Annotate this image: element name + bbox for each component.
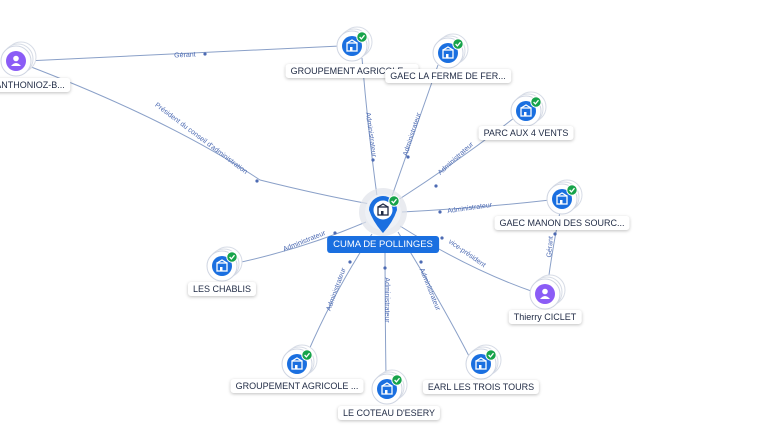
edge-arrow xyxy=(419,260,423,264)
company-node-gaec_ferme[interactable] xyxy=(432,33,469,69)
edge-president: Président du conseil d'administration xyxy=(25,64,371,205)
user-icon xyxy=(11,55,21,66)
edge-arrow xyxy=(553,232,557,236)
check-icon xyxy=(388,195,400,207)
company-node-parc[interactable] xyxy=(510,91,547,127)
node-label[interactable]: LE COTEAU D'ESERY xyxy=(337,406,441,420)
check-icon xyxy=(301,349,313,361)
person-node-ciclet[interactable] xyxy=(529,274,566,310)
node-label[interactable]: PARC AUX 4 VENTS xyxy=(478,126,574,140)
check-icon xyxy=(226,251,238,263)
node-label[interactable]: EARL LES TROIS TOURS xyxy=(422,380,540,394)
center-node[interactable] xyxy=(359,188,407,236)
edge-arrow xyxy=(438,210,442,214)
edge-arrow xyxy=(406,155,410,159)
edge-label: Administrateur xyxy=(326,266,348,311)
edge-arrow xyxy=(371,158,375,162)
check-icon xyxy=(356,31,368,43)
edge-line xyxy=(25,64,371,205)
edge-admin-manon: Administrateur xyxy=(401,199,551,215)
node-label[interactable]: Thierry CICLET xyxy=(508,310,582,324)
edge-admin-coteau: Administrateur xyxy=(383,235,390,378)
edge-gerant-top: Gérant xyxy=(25,45,341,62)
check-icon xyxy=(391,374,403,386)
building-icon xyxy=(520,104,532,117)
edge-admin-ga1: Administrateur xyxy=(361,57,378,197)
edge-label: vice-président xyxy=(447,238,487,269)
edge-label: Administrateur xyxy=(447,202,493,215)
company-node-chablis[interactable] xyxy=(206,246,243,282)
edge-label: Administrateur xyxy=(282,230,327,254)
building-icon xyxy=(381,382,393,395)
building-icon xyxy=(556,192,568,205)
center-node-label[interactable]: CUMA DE POLLINGES xyxy=(327,236,439,253)
check-icon xyxy=(485,349,497,361)
edge-arrow xyxy=(255,179,259,183)
building-icon xyxy=(216,259,228,272)
edge-label: Administrateur xyxy=(402,111,423,157)
edge-label: Gérant xyxy=(546,236,555,258)
node-label[interactable]: GROUPEMENT AGRICOLE ... xyxy=(285,64,419,78)
check-icon xyxy=(452,38,464,50)
edge-label: Administrateur xyxy=(418,267,442,312)
edge-line xyxy=(399,225,535,293)
edge-arrow xyxy=(333,231,337,235)
user-icon xyxy=(540,288,550,299)
node-label[interactable]: LES CHABLIS xyxy=(187,282,257,296)
edge-label: Administrateur xyxy=(383,277,390,323)
check-icon xyxy=(566,184,578,196)
company-node-ga1[interactable] xyxy=(336,26,373,62)
edge-line xyxy=(25,45,341,62)
building-icon xyxy=(475,357,487,370)
edge-arrow xyxy=(383,266,387,270)
node-label[interactable]: GAEC MANON DES SOURC... xyxy=(494,216,630,230)
edge-arrow xyxy=(434,184,438,188)
person-node-anthonioz[interactable] xyxy=(0,41,37,77)
building-icon xyxy=(377,203,389,216)
edge-label: Gérant xyxy=(174,51,196,59)
company-node-gaec_manon[interactable] xyxy=(546,179,583,215)
edge-line xyxy=(231,221,367,265)
building-icon xyxy=(442,46,454,59)
edge-label: Administrateur xyxy=(364,112,377,158)
edge-arrow xyxy=(203,52,207,56)
edge-line xyxy=(401,199,551,213)
node-label[interactable]: ANTHONIOZ-B... xyxy=(0,78,70,92)
edge-label: Président du conseil d'administration xyxy=(153,102,248,176)
building-icon xyxy=(346,39,358,52)
node-label[interactable]: GROUPEMENT AGRICOLE ... xyxy=(230,379,364,393)
company-node-earl[interactable] xyxy=(465,344,502,380)
nodes-layer xyxy=(0,26,583,405)
company-node-ga2[interactable] xyxy=(281,344,318,380)
edge-label: Administrateur xyxy=(437,141,476,177)
edge-arrow xyxy=(440,236,444,240)
check-icon xyxy=(530,96,542,108)
building-icon xyxy=(291,357,303,370)
edge-admin-ferme: Administrateur xyxy=(391,64,439,197)
edge-arrow xyxy=(348,260,352,264)
node-label[interactable]: GAEC LA FERME DE FER... xyxy=(385,69,511,83)
company-node-coteau[interactable] xyxy=(371,369,408,405)
